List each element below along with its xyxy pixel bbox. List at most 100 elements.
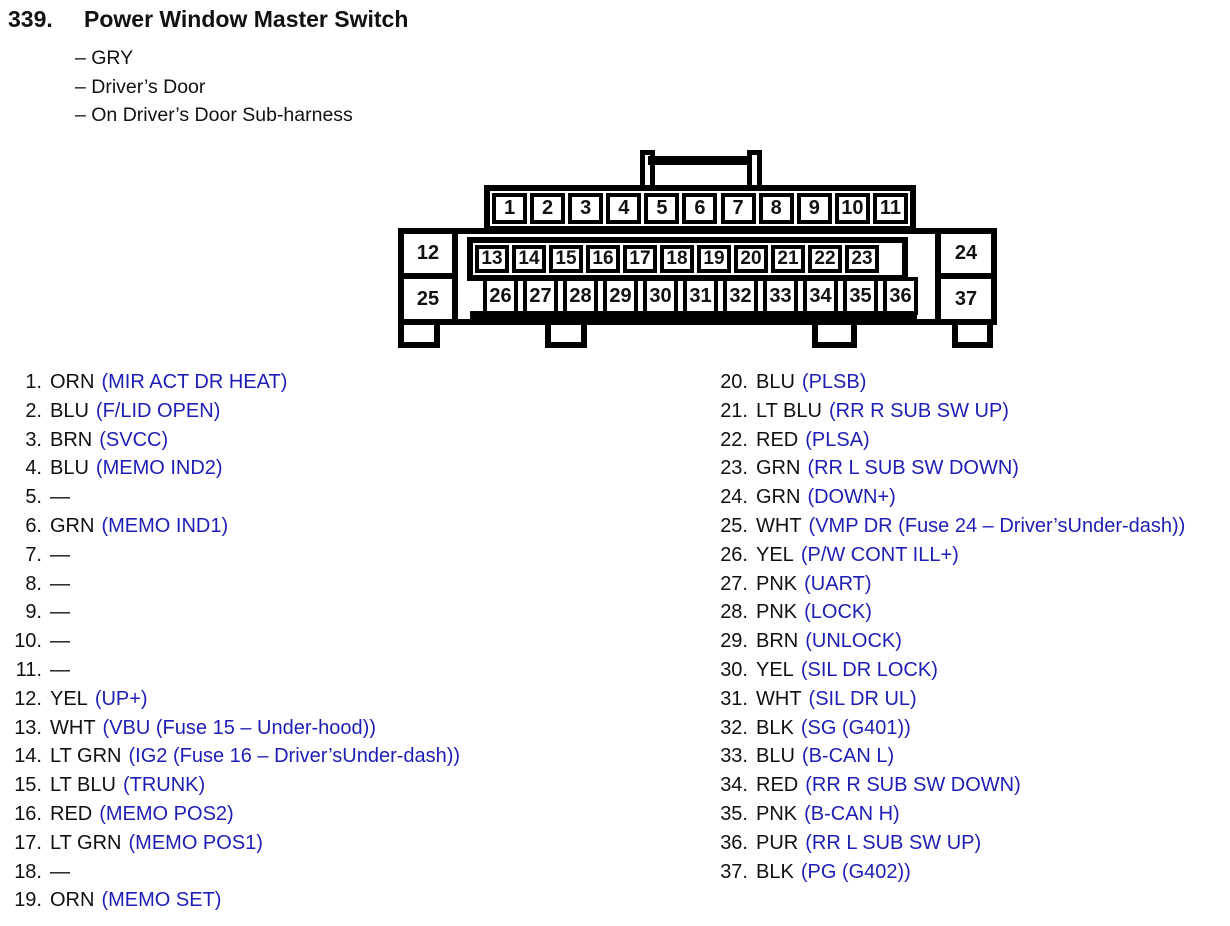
signal-name: (UNLOCK)	[805, 630, 902, 653]
item-number: 339.	[8, 6, 53, 32]
wire-color: GRN	[756, 486, 801, 509]
pin-row: 5.—	[2, 483, 460, 512]
pin-cavity-23: 23	[845, 245, 879, 273]
pin-number: 33.	[720, 745, 748, 768]
pin-number: 5.	[25, 486, 42, 509]
signal-name: (SIL DR LOCK)	[800, 658, 938, 681]
pin-row: 17.LT GRN(MEMO POS1)	[2, 829, 460, 858]
pin-row: 25.WHT(VMP DR (Fuse 24 – Driver’sUnder-d…	[702, 512, 1185, 541]
pin-row: 7.—	[2, 541, 460, 570]
pin-number: 32.	[720, 716, 748, 739]
signal-name: (LOCK)	[804, 601, 872, 624]
wire-color: PNK	[756, 601, 798, 624]
title-line: 339. Power Window Master Switch	[8, 6, 408, 33]
signal-name: (VBU (Fuse 15 – Under-hood))	[102, 716, 376, 739]
pin-cavity-36: 36	[883, 277, 918, 315]
pin-row: 29.BRN(UNLOCK)	[702, 627, 1185, 656]
wire-color: ORN	[50, 889, 95, 912]
wire-color: GRN	[50, 514, 95, 537]
pin-row: 11.—	[2, 656, 460, 685]
signal-name: (MEMO POS2)	[99, 802, 234, 825]
signal-name: (PG (G402))	[800, 860, 911, 883]
pin-number: 4.	[25, 457, 42, 480]
pin-cavity-21: 21	[771, 245, 805, 273]
wire-color: BLU	[756, 371, 795, 393]
pin-number: 23.	[720, 457, 748, 480]
pin-row: 6.GRN(MEMO IND1)	[2, 512, 460, 541]
pin-row: 12.YEL(UP+)	[2, 685, 460, 714]
pin-row: 9.—	[2, 598, 460, 627]
signal-name: (SIL DR UL)	[808, 687, 917, 710]
wire-color: YEL	[50, 687, 88, 710]
signal-name: (DOWN+)	[807, 486, 896, 509]
wire-color: ORN	[50, 371, 95, 393]
pin-number: 21.	[720, 399, 748, 422]
pin-number: 2.	[25, 399, 42, 422]
signal-name: (MEMO POS1)	[128, 831, 263, 854]
signal-name: (MIR ACT DR HEAT)	[101, 371, 288, 393]
pin-number: 25.	[720, 514, 748, 537]
pin-row: 18. —	[2, 858, 460, 887]
pin-number: 22.	[720, 428, 748, 451]
signal-name: (MEMO SET)	[101, 889, 222, 912]
wire-color: BLU	[50, 457, 89, 480]
page-header: 339.Power Window Master Switch – GRY– Dr…	[8, 6, 408, 130]
wire-color: PNK	[756, 802, 798, 825]
pin-row: 36.PUR(RR L SUB SW UP)	[702, 829, 1185, 858]
pin-cavity-2: 2	[530, 193, 566, 224]
pin-cavity-14: 14	[512, 245, 546, 273]
pin-row: 16. RED (MEMO POS2)	[2, 800, 460, 829]
pin-cavity-9: 9	[796, 193, 832, 224]
pin-row: 4.BLU(MEMO IND2)	[2, 454, 460, 483]
pin-number: 19.	[14, 889, 42, 912]
signal-name: (IG2 (Fuse 16 – Driver’sUnder-dash))	[128, 745, 461, 768]
wire-color: LT BLU	[756, 399, 822, 422]
pin-row: 27.PNK(UART)	[702, 570, 1185, 599]
wire-color: —	[50, 572, 70, 595]
pin-cavity-37: 37	[935, 279, 991, 319]
pin-cavity-27: 27	[523, 277, 558, 315]
pin-number: 18.	[14, 860, 42, 883]
pin-number: 20.	[720, 371, 748, 393]
wire-color: RED	[50, 802, 93, 825]
pin-number: 16.	[14, 802, 42, 825]
wire-color: BRN	[756, 630, 799, 653]
mount-tab-4	[952, 325, 993, 348]
pin-number: 14.	[14, 745, 42, 768]
signal-name: (MEMO IND1)	[101, 514, 229, 537]
signal-name: (TRUNK)	[122, 774, 206, 797]
page-title: Power Window Master Switch	[84, 6, 409, 32]
wire-color: YEL	[756, 543, 794, 566]
pin-row: 3.BRN(SVCC)	[2, 426, 460, 455]
pin-cavity-10: 10	[834, 193, 870, 224]
wire-color: RED	[756, 428, 799, 451]
wire-color: BLK	[756, 716, 794, 739]
signal-name: (B-CAN H)	[804, 802, 900, 825]
pin-number: 15.	[14, 774, 42, 797]
pin-cavity-12: 12	[404, 234, 458, 279]
wire-color: —	[50, 860, 70, 883]
mount-tab-1	[398, 325, 440, 348]
pin-cavity-31: 31	[683, 277, 718, 315]
pin-cavity-5: 5	[644, 193, 680, 224]
wire-color: —	[50, 543, 70, 566]
mount-tab-2	[545, 325, 587, 348]
wire-color: GRN	[756, 457, 801, 480]
wire-color: WHT	[756, 514, 802, 537]
wire-color: RED	[756, 774, 799, 797]
pin-list-right: 20.BLU(PLSB)21.LT BLU(RR R SUB SW UP)22.…	[702, 368, 1185, 886]
wire-color: BRN	[50, 428, 93, 451]
wire-color: PNK	[756, 572, 798, 595]
subtitle-line: – On Driver’s Door Sub-harness	[75, 104, 353, 126]
pin-cavity-22: 22	[808, 245, 842, 273]
pin-row: 30.YEL(SIL DR LOCK)	[702, 656, 1185, 685]
pin-number: 26.	[720, 543, 748, 566]
pin-cavity-28: 28	[563, 277, 598, 315]
wire-color: BLK	[756, 860, 794, 883]
wire-color: BLU	[756, 745, 795, 768]
signal-name: (RR R SUB SW UP)	[828, 399, 1009, 422]
pin-row: 21. LT BLU (RR R SUB SW UP)	[702, 397, 1185, 426]
pin-row: 1.ORN(MIR ACT DR HEAT)	[2, 368, 460, 397]
pin-cavity-8: 8	[758, 193, 794, 224]
